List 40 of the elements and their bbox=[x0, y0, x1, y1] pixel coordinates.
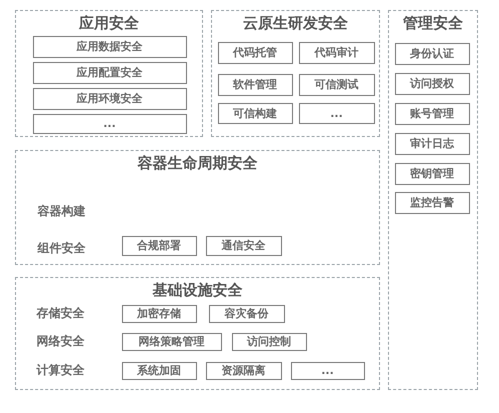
component-box: 访问授权 bbox=[394, 72, 470, 94]
row-label: 组件安全 bbox=[38, 240, 108, 258]
component-box: 应用数据安全 bbox=[32, 36, 186, 58]
component-box: 可信测试 bbox=[298, 74, 374, 96]
section-title: 云原生研发安全 bbox=[242, 14, 349, 33]
section-title: 管理安全 bbox=[402, 14, 464, 33]
section-title: 容器生命周期安全 bbox=[136, 154, 258, 173]
section-title: 基础设施安全 bbox=[152, 281, 244, 300]
component-box: 容灾备份 bbox=[208, 304, 284, 322]
component-box: 审计日志 bbox=[394, 132, 470, 154]
component-box: 应用配置安全 bbox=[32, 62, 186, 84]
row-label: 容器构建 bbox=[38, 202, 108, 220]
component-box: 加密存储 bbox=[122, 304, 196, 322]
row-label: 网络安全 bbox=[36, 332, 106, 350]
component-box: 系统加固 bbox=[122, 362, 196, 380]
section-frame bbox=[211, 10, 380, 137]
component-box: 代码托管 bbox=[218, 42, 292, 64]
row-label: 计算安全 bbox=[36, 362, 106, 380]
component-box: ... bbox=[298, 102, 374, 124]
component-box: 账号管理 bbox=[394, 102, 470, 124]
component-box: 应用环境安全 bbox=[32, 88, 186, 110]
row-label: 存储安全 bbox=[36, 304, 106, 322]
section-title: 应用安全 bbox=[78, 14, 140, 33]
component-box: 通信安全 bbox=[206, 236, 282, 256]
component-box: 访问控制 bbox=[232, 332, 306, 350]
component-box: 可信构建 bbox=[218, 102, 292, 124]
section-frame bbox=[15, 10, 203, 137]
component-box: 合规部署 bbox=[122, 236, 196, 256]
component-box: 软件管理 bbox=[218, 74, 292, 96]
section-frame bbox=[15, 150, 380, 265]
component-box: 代码审计 bbox=[298, 42, 374, 64]
section-frame bbox=[15, 277, 380, 390]
component-box: ... bbox=[32, 114, 186, 134]
component-box: 网络策略管理 bbox=[122, 332, 222, 350]
component-box: 身份认证 bbox=[394, 42, 470, 64]
section-frame bbox=[388, 10, 478, 390]
component-box: 监控告警 bbox=[394, 192, 470, 214]
component-box: ... bbox=[290, 362, 364, 380]
component-box: 资源隔离 bbox=[206, 362, 282, 380]
component-box: 密钥管理 bbox=[394, 162, 470, 184]
